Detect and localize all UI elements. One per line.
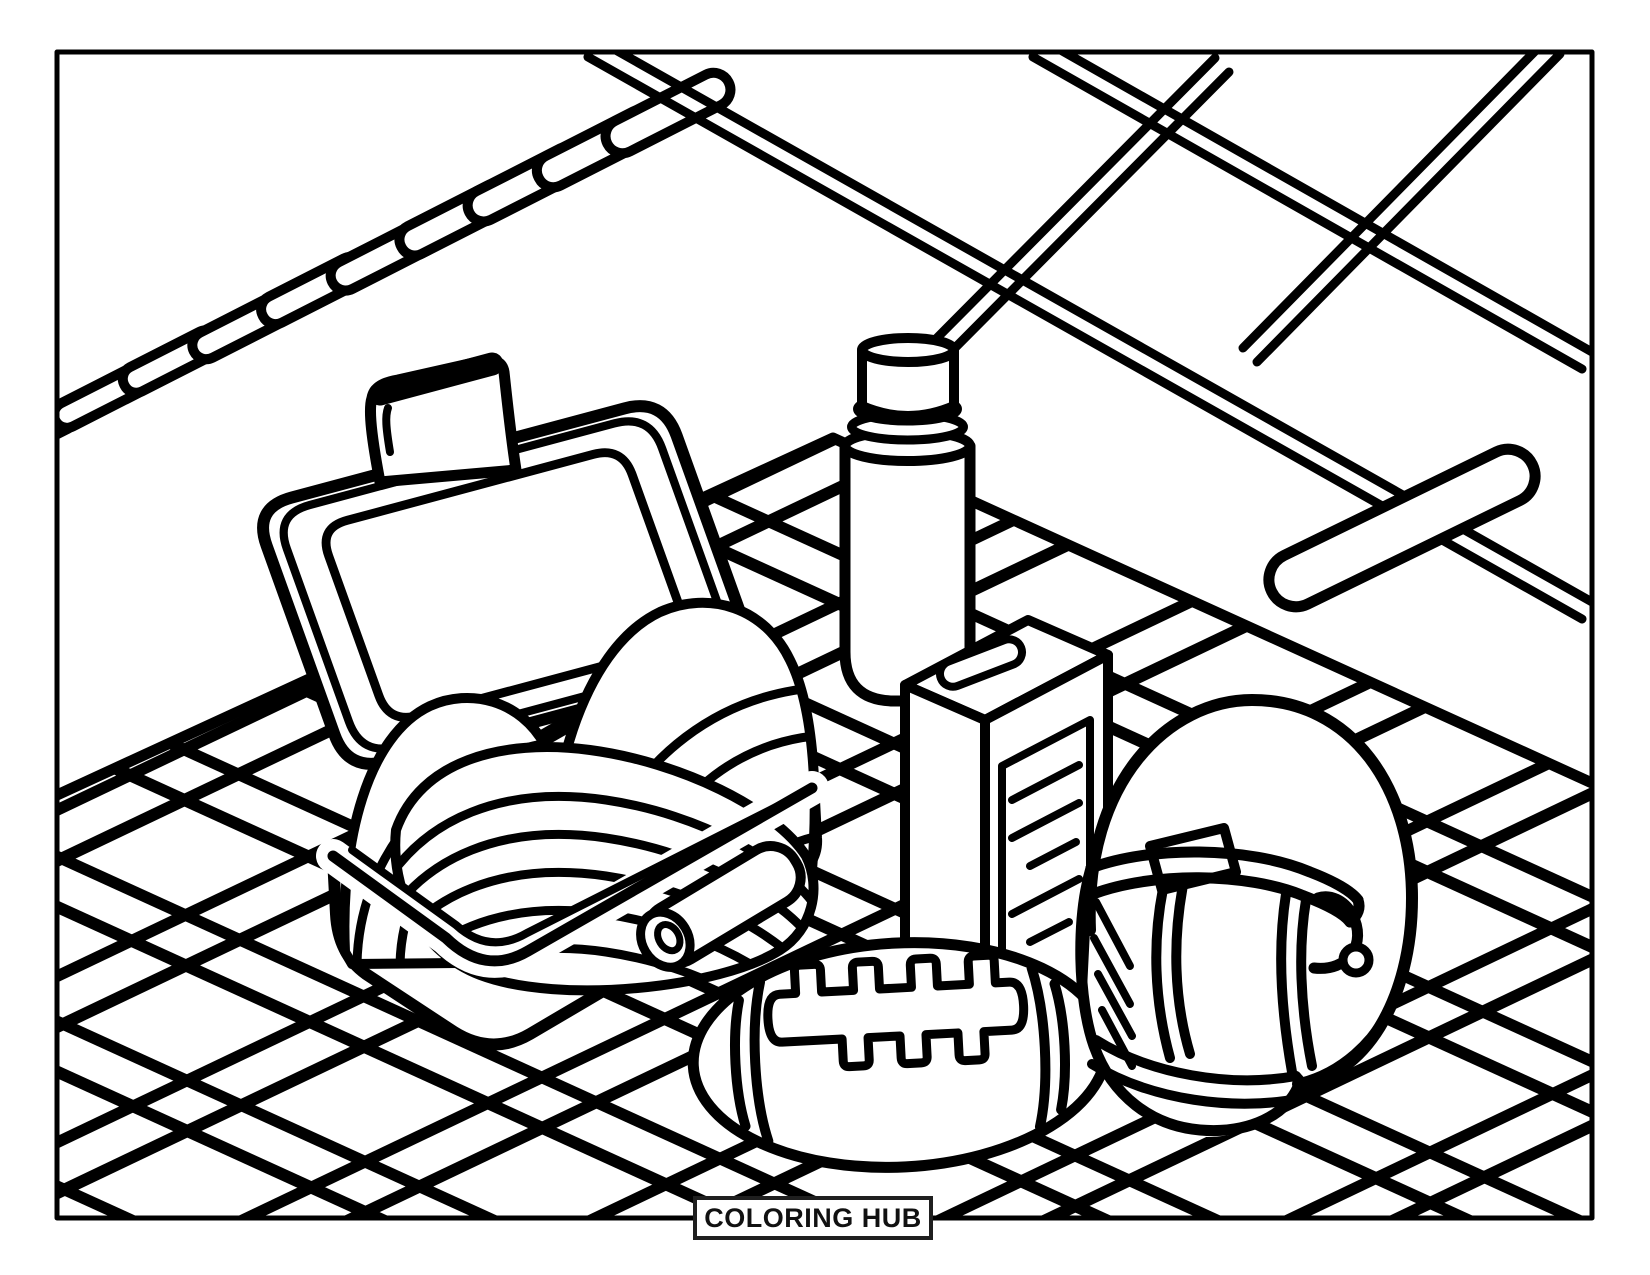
thermos-cap <box>857 345 959 421</box>
football-helmet <box>1075 694 1418 1137</box>
football-field-yard-lines <box>583 52 1592 624</box>
helmet-snap-button <box>1338 942 1374 978</box>
lunchbox-front-rim <box>316 771 829 978</box>
football-laces <box>763 950 1029 1072</box>
helmet-facemask <box>1075 846 1365 1137</box>
box-handle-slot <box>935 635 1027 691</box>
lunchbox-latch-roll <box>636 841 806 972</box>
brand-badge-label: COLORING HUB <box>704 1202 922 1233</box>
football-end-stripes <box>730 962 1070 1147</box>
football <box>687 937 1113 1173</box>
football-field-hash-marks <box>57 67 736 469</box>
lunchbox-with-sandwiches <box>257 352 829 1051</box>
lunchbox-handle <box>364 352 522 488</box>
helmet-chinstrap-hook <box>1308 891 1364 974</box>
brand-badge: COLORING HUB <box>693 1196 933 1240</box>
handle-grip <box>368 352 504 406</box>
thermos-bottle <box>839 333 976 707</box>
yard-number-dash <box>1263 443 1541 613</box>
